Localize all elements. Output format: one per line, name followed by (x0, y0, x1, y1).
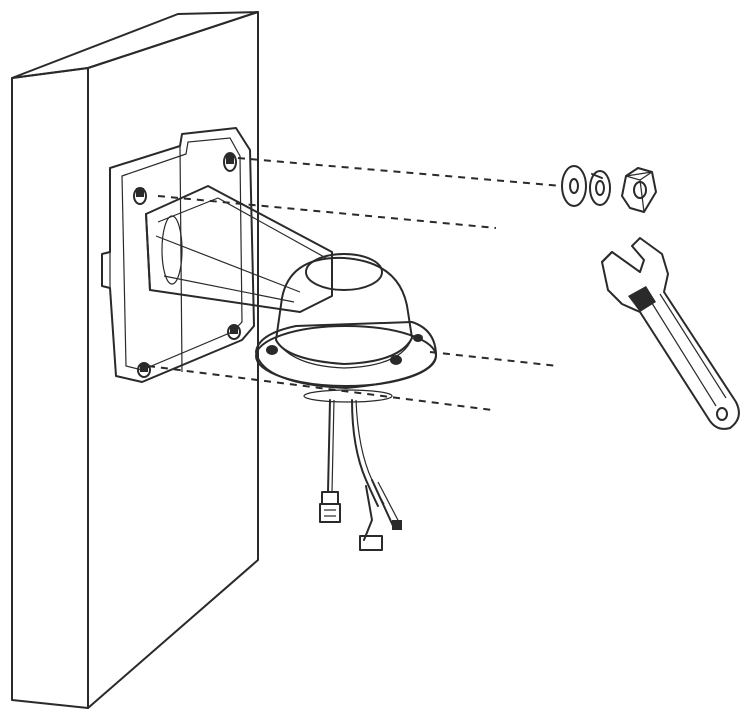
plate-bolt-top-left (133, 187, 147, 205)
mounting-plate (101, 127, 255, 383)
wall (11, 11, 259, 709)
adjustable-wrench (601, 237, 740, 430)
alignment-lines (147, 157, 563, 411)
flat-washer (561, 165, 587, 207)
dome-housing (255, 253, 437, 403)
network-cable (319, 399, 341, 523)
plate-bolt-bottom-right (227, 324, 241, 340)
bracket-arm (145, 185, 333, 313)
plate-bolt-top-right (223, 152, 237, 172)
plate-bolt-bottom-left (137, 362, 151, 378)
hex-nut (621, 167, 657, 213)
spring-washer (589, 170, 611, 206)
power-cable (351, 399, 402, 551)
